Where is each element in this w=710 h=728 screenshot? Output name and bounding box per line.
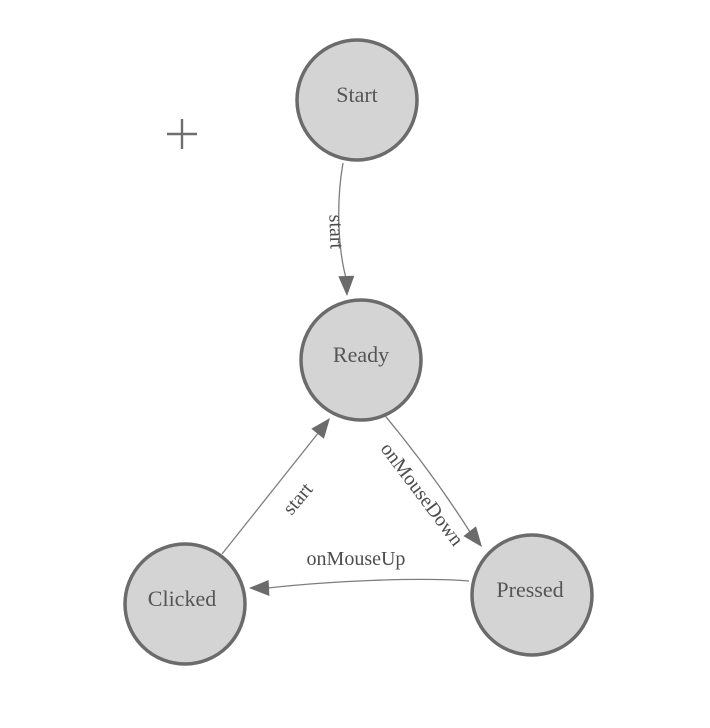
state-label-ready: Ready (333, 342, 389, 367)
edge-clicked-to-ready[interactable]: start (221, 418, 330, 555)
edge-label-pressed-to-clicked: onMouseUp (307, 548, 406, 570)
state-node-clicked[interactable]: Clicked (123, 542, 247, 666)
state-circle-clicked[interactable] (123, 542, 247, 666)
arrowhead-icon (338, 275, 355, 296)
edge-start-to-ready-path[interactable] (338, 162, 347, 279)
state-circle-ready[interactable] (299, 298, 423, 422)
edge-pressed-to-clicked-path[interactable] (267, 578, 470, 589)
edge-start-to-ready[interactable]: start (324, 162, 355, 296)
arrowhead-icon (311, 418, 330, 439)
edge-label-start-to-ready: start (324, 214, 347, 250)
state-circle-pressed[interactable] (470, 533, 594, 657)
state-label-pressed: Pressed (496, 577, 563, 602)
edge-ready-to-pressed[interactable]: onMouseDown (376, 411, 482, 551)
crosshair-plus-icon (167, 119, 197, 149)
state-label-clicked: Clicked (148, 586, 216, 611)
edge-clicked-to-ready-path[interactable] (221, 431, 320, 555)
edge-ready-to-pressed-path[interactable] (381, 411, 471, 533)
edge-label-clicked-to-ready: start (279, 478, 318, 519)
edge-pressed-to-clicked[interactable]: onMouseUp (249, 548, 470, 596)
state-label-start: Start (336, 82, 378, 107)
state-circle-start[interactable] (295, 38, 419, 162)
arrowhead-icon (249, 580, 270, 596)
edge-label-ready-to-pressed: onMouseDown (376, 439, 468, 551)
arrowhead-icon (463, 526, 482, 547)
state-node-start[interactable]: Start (295, 38, 419, 162)
state-node-ready[interactable]: Ready (299, 298, 423, 422)
state-node-pressed[interactable]: Pressed (470, 533, 594, 657)
